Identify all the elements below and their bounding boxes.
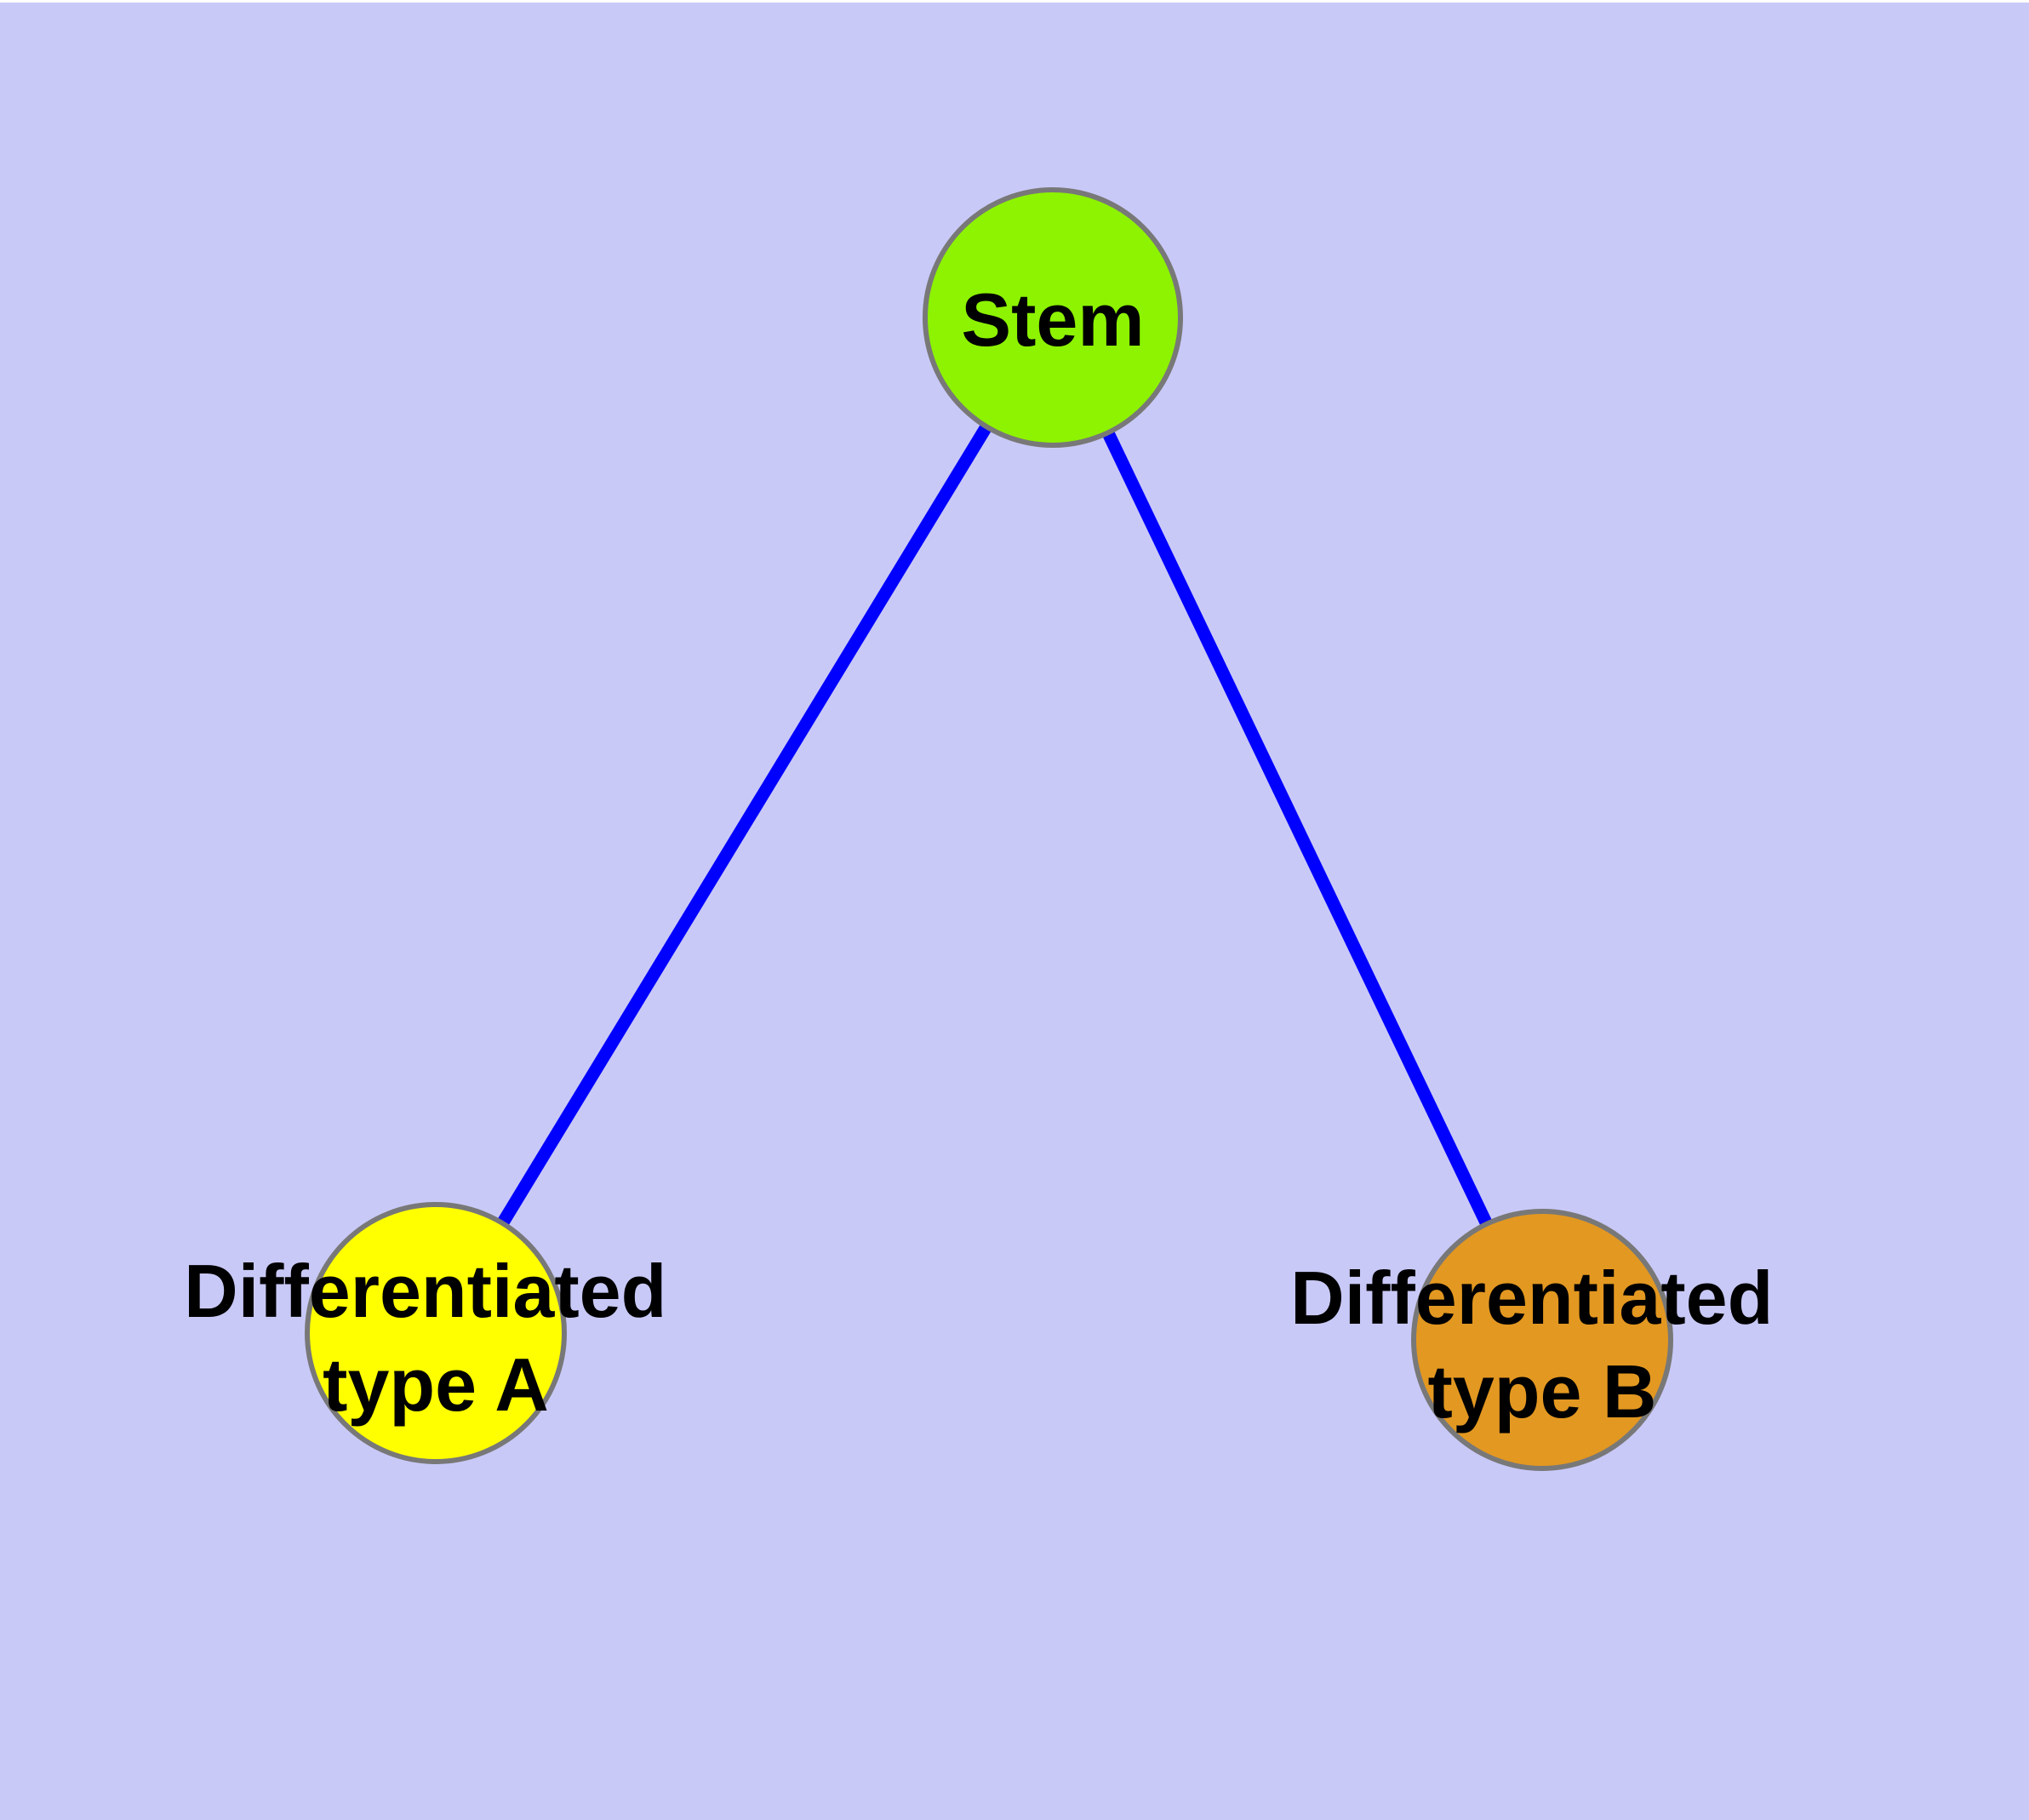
node-differentiated-type-b-circle <box>1411 1209 1673 1471</box>
node-differentiated-type-a-label-line1: Differentiated <box>184 1249 666 1333</box>
node-differentiated-type-b-label-line1: Differentiated <box>1290 1256 1773 1340</box>
edge-stem-to-type-a <box>430 314 1059 1336</box>
edge-stem-to-type-b <box>1047 314 1548 1343</box>
node-differentiated-type-a-circle <box>305 1202 567 1464</box>
edge-layer <box>430 314 1548 1343</box>
node-differentiated-type-a-label: Differentiated type A <box>184 1249 688 1427</box>
node-differentiated-type-b-label-line2: type B <box>1428 1349 1657 1434</box>
node-differentiated-type-b-label: Differentiated type B <box>1290 1256 1794 1434</box>
node-differentiated-type-a: Differentiated type A <box>184 1202 688 1464</box>
node-stem-label: Stem <box>961 278 1144 362</box>
node-differentiated-type-a-label-line2: type A <box>323 1342 549 1427</box>
node-layer: Stem Differentiated type A Differentiate… <box>184 187 1794 1471</box>
node-stem: Stem <box>923 187 1183 448</box>
node-stem-circle <box>923 187 1183 448</box>
node-differentiated-type-b: Differentiated type B <box>1290 1209 1794 1471</box>
